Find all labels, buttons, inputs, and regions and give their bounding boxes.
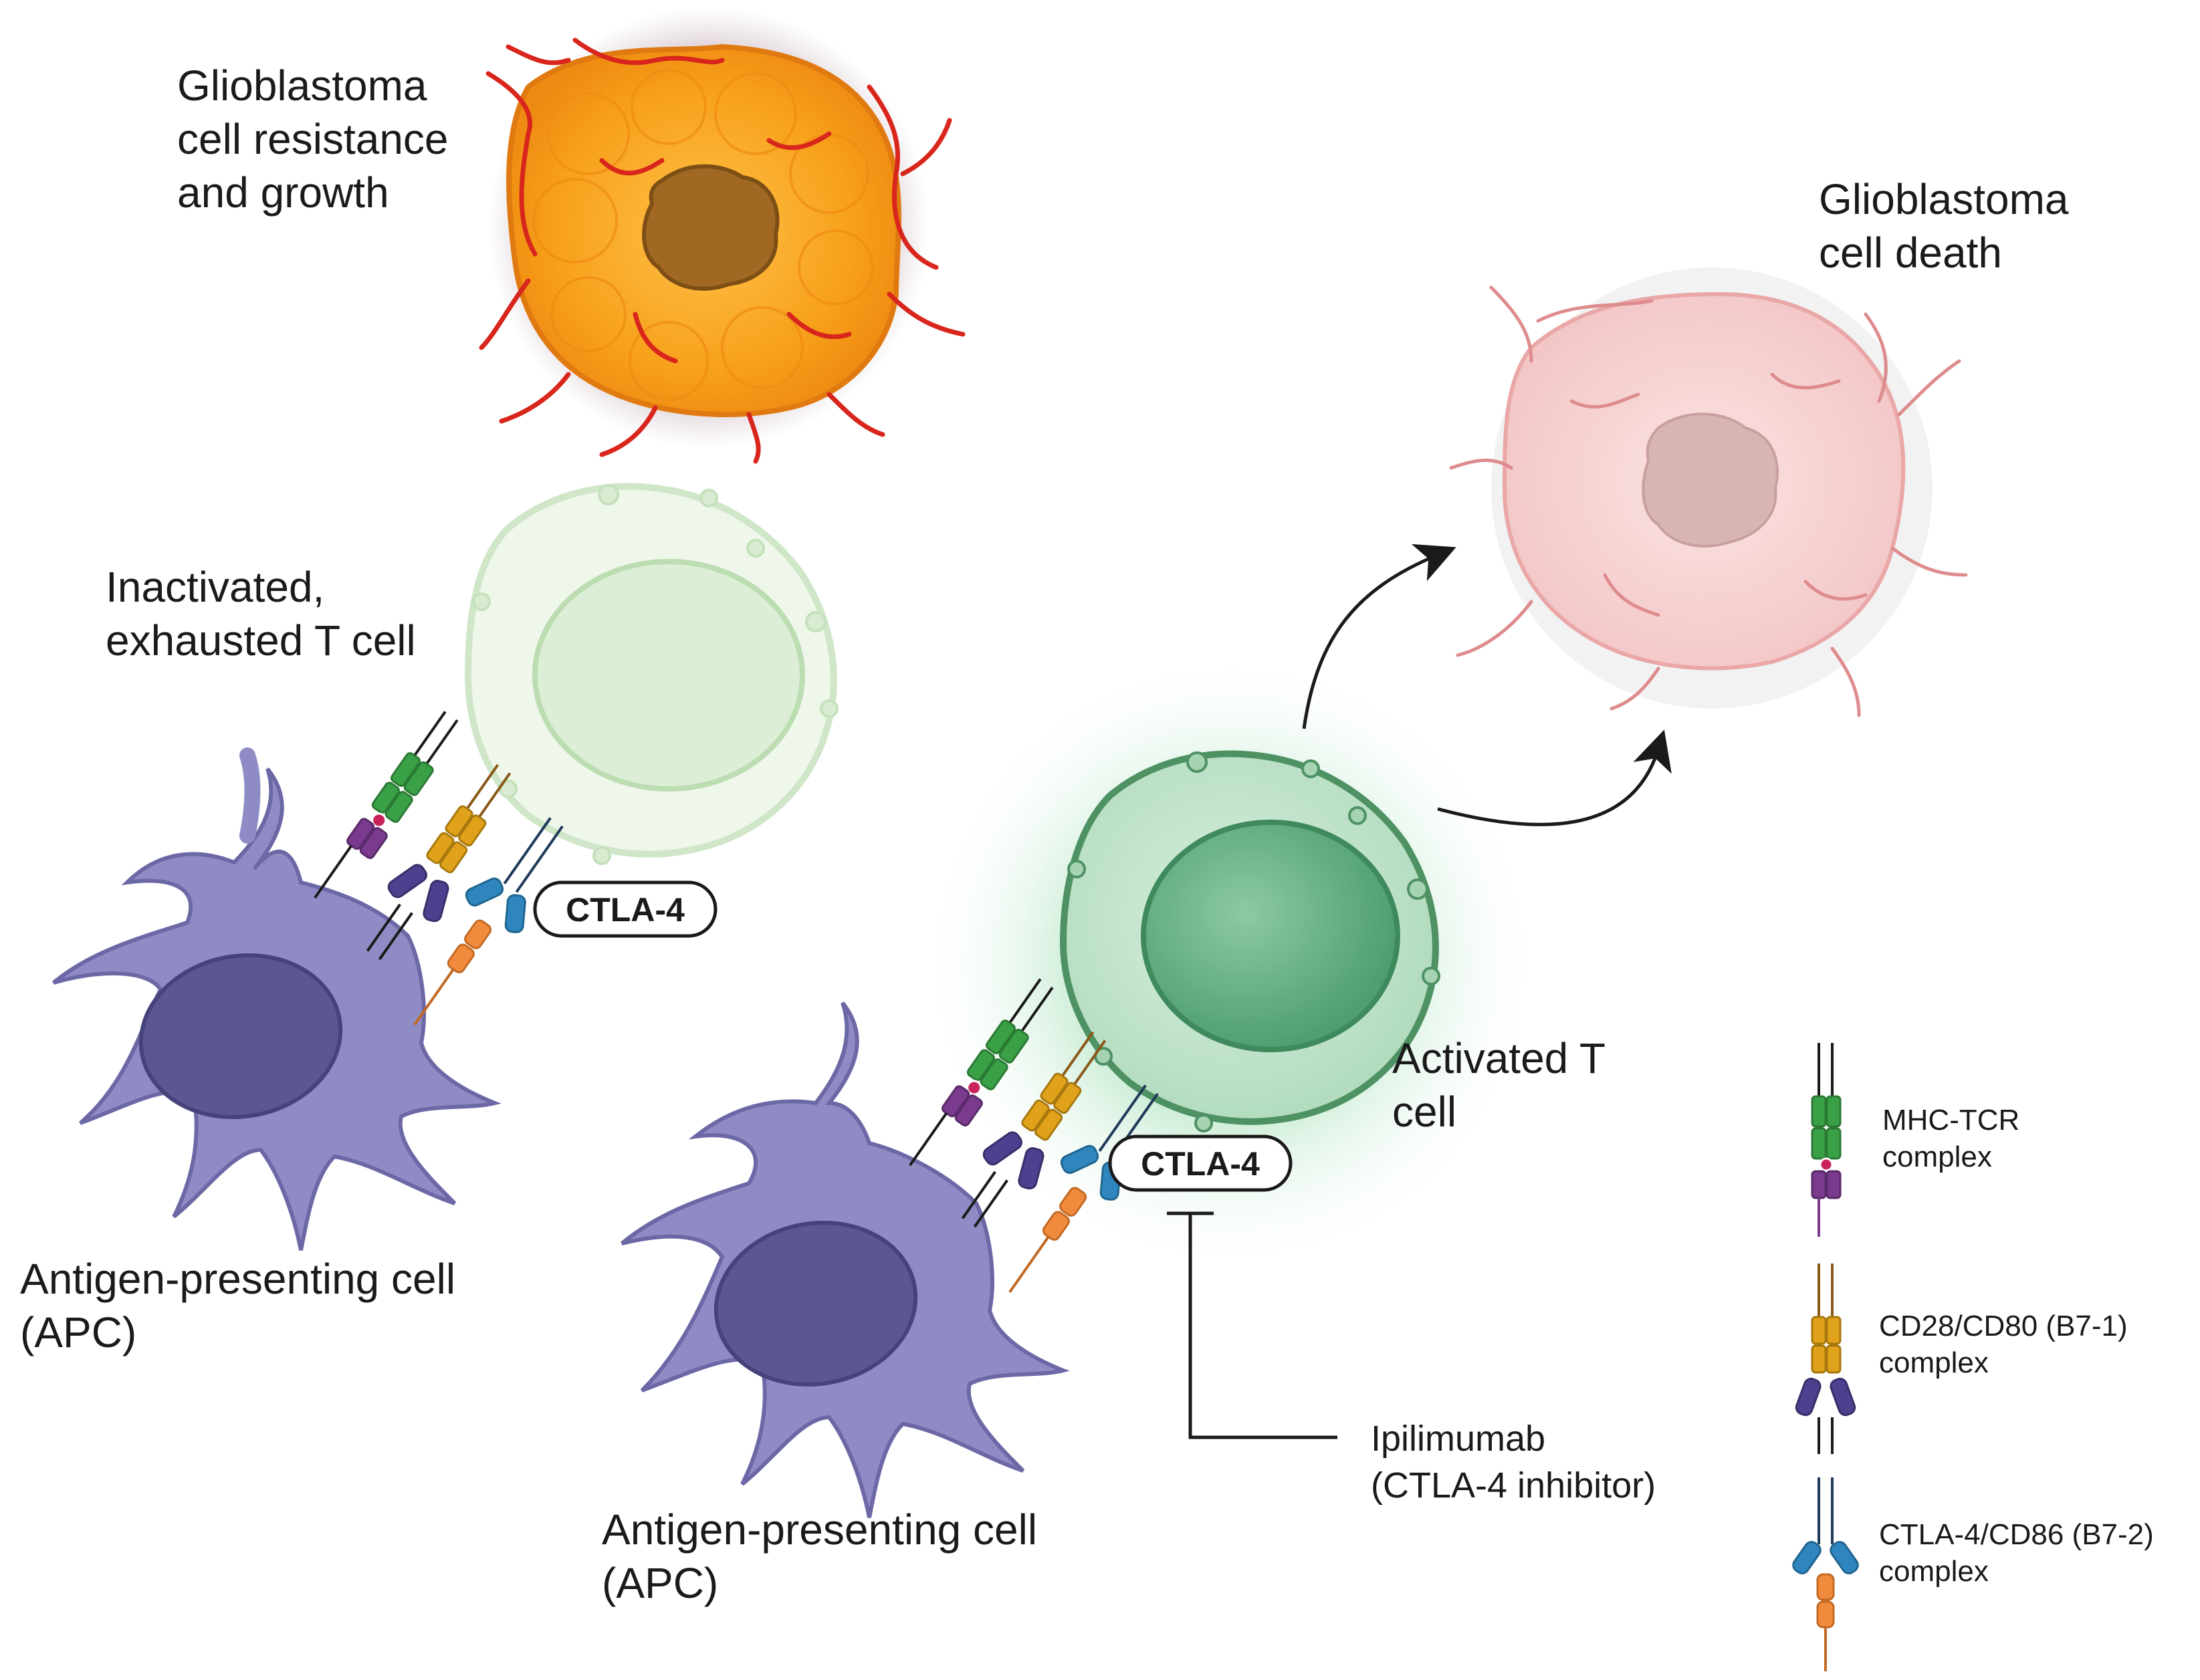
arrow-upper xyxy=(1302,544,1456,729)
arrow-lower xyxy=(1437,729,1672,826)
ctla4-pill-left: CTLA-4 xyxy=(533,880,718,938)
ctla4-cd86-complex-right xyxy=(1008,1084,1159,1293)
inhibition-connector xyxy=(1167,1211,1337,1439)
legend-icon-ctla4-cd86 xyxy=(1792,1477,1859,1671)
legend-icon-mhc-tcr xyxy=(1811,1043,1842,1237)
apc-left-nucleus xyxy=(138,953,343,1120)
receptor-complexes-left xyxy=(314,711,564,1026)
ctla4-pill-right: CTLA-4 xyxy=(1108,1134,1293,1192)
apc-right-label: Antigen-presenting cell (APC) xyxy=(602,1506,1049,1607)
tumor-nucleus xyxy=(642,164,780,291)
dying-tumor-nucleus xyxy=(1642,412,1779,548)
t-cell-inactivated-nucleus xyxy=(532,559,805,792)
legend-icon-cd28-cd80 xyxy=(1795,1264,1856,1454)
t-cell-inactivated xyxy=(464,483,839,865)
legend-label-ctla4-cd86: CTLA-4/CD86 (B7-2) complex xyxy=(1879,1518,2162,1588)
t-cell-activated-nucleus xyxy=(1141,820,1400,1052)
apc-right-nucleus xyxy=(713,1220,918,1387)
gbm-growth-label: Glioblastoma cell resistance and growth xyxy=(177,62,460,217)
tumor-vessels xyxy=(479,37,966,464)
ctla4-label-left: CTLA-4 xyxy=(566,891,685,929)
apc-left-label: Antigen-presenting cell (APC) xyxy=(20,1255,467,1356)
mhc-tcr-complex-right xyxy=(909,978,1054,1167)
ctla4-label-right: CTLA-4 xyxy=(1141,1145,1260,1183)
apc-cell-left xyxy=(52,747,502,1251)
apc-cell-right xyxy=(621,1001,1070,1518)
dying-tumor-vessels xyxy=(1449,285,1968,717)
receptor-complexes-right xyxy=(909,978,1159,1293)
gbm-death-label: Glioblastoma cell death xyxy=(1819,175,2080,277)
legend-label-cd28-cd80: CD28/CD80 (B7-1) complex xyxy=(1879,1310,2136,1379)
activated-tcell-label: Activated T cell xyxy=(1392,1034,1617,1136)
kill-arrows xyxy=(1302,544,1672,826)
legend-label-mhc-tcr: MHC-TCR complex xyxy=(1882,1104,2028,1173)
tumor-cell-growing xyxy=(479,7,966,464)
ctla4-cd86-complex-left xyxy=(413,817,564,1026)
inactivated-tcell-label: Inactivated, exhausted T cell xyxy=(106,563,416,665)
cd28-cd80-complex-left xyxy=(366,763,512,961)
mhc-tcr-complex-left xyxy=(314,711,459,899)
legend: MHC-TCR complex CD28/CD80 (B7-1) complex xyxy=(1792,1043,2162,1671)
ipilimumab-label: Ipilimumab (CTLA-4 inhibitor) xyxy=(1371,1419,1656,1506)
cd28-cd80-complex-right xyxy=(961,1031,1107,1228)
t-cell-activated xyxy=(916,648,1545,1277)
tumor-cell-dying xyxy=(1449,267,1968,717)
